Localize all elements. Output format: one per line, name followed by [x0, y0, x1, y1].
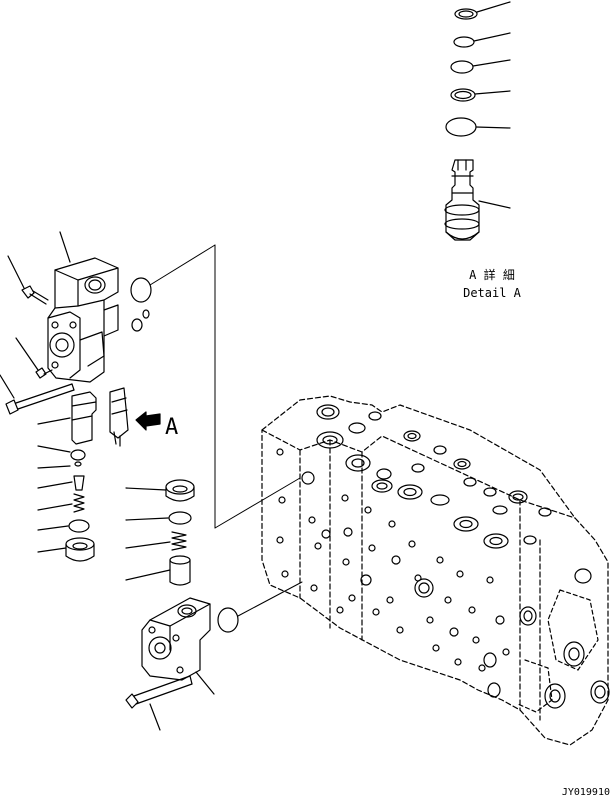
o-ring-part — [70, 449, 86, 461]
o-ring-part — [450, 60, 474, 74]
leader-line — [37, 547, 67, 553]
plug-part — [165, 479, 195, 502]
main-control-valve-body — [261, 395, 610, 746]
o-ring-part — [74, 461, 82, 467]
long-bolt-part — [5, 383, 75, 415]
detail-a-title-jp: A 詳 細 — [469, 267, 515, 282]
leader-line — [478, 200, 511, 209]
leader-line — [473, 32, 511, 42]
upper-cover-part — [47, 257, 119, 383]
leader-line — [37, 503, 73, 511]
leader-line — [125, 569, 171, 581]
leader-line — [149, 703, 161, 731]
leader-line — [195, 671, 215, 695]
spring-part — [73, 493, 85, 513]
backup-ring-inner — [458, 10, 474, 18]
view-arrow-label: A — [165, 415, 178, 440]
leader-line — [476, 1, 511, 13]
connection-lines — [149, 244, 303, 617]
long-bolt-part — [125, 675, 193, 709]
leader-line — [474, 90, 511, 95]
leader-line — [37, 465, 71, 469]
leader-line — [0, 374, 15, 399]
leader-line — [59, 231, 71, 263]
relief-valve-cartridge-part — [444, 159, 480, 241]
lower-cover-assembly — [125, 597, 239, 731]
leader-line — [37, 525, 69, 531]
leader-line — [37, 445, 71, 453]
o-ring-part — [168, 511, 192, 525]
leader-line — [125, 487, 167, 491]
side-face-holes — [276, 448, 510, 672]
bolt-part — [21, 285, 49, 305]
o-ring-part — [68, 519, 90, 533]
middle-parts-stack — [125, 479, 195, 586]
backup-ring-part — [454, 8, 478, 20]
plug-part — [65, 537, 95, 562]
poppet-part — [73, 475, 85, 491]
solenoid-valve-part — [71, 387, 129, 447]
detail-a-title-en: Detail A — [463, 286, 522, 300]
leader-line — [7, 255, 25, 289]
backup-ring-part — [450, 88, 476, 102]
top-ports — [316, 404, 552, 549]
left-parts-stack — [37, 417, 95, 562]
leader-line — [37, 417, 71, 425]
leader-line — [472, 59, 511, 67]
view-arrow-a: A — [135, 411, 178, 440]
leader-line — [37, 481, 73, 489]
o-ring-part — [445, 117, 477, 137]
o-ring-part — [130, 277, 152, 303]
leader-line — [125, 517, 169, 521]
o-ring-part — [131, 318, 143, 332]
spring-part — [171, 531, 187, 551]
o-ring-part — [142, 309, 150, 319]
drawing-number: JY019910 — [562, 787, 610, 798]
leader-line — [475, 126, 511, 129]
detail-a-group: A 詳 細 Detail A — [444, 1, 522, 300]
leader-line — [15, 337, 39, 371]
end-face-ports — [483, 568, 610, 713]
spool-part — [169, 555, 191, 586]
bolt-part — [35, 367, 53, 379]
backup-ring-inner — [454, 90, 472, 100]
lower-cover-part — [141, 597, 211, 681]
o-ring-part — [453, 36, 475, 48]
leader-line — [125, 541, 171, 549]
upper-cover-assembly — [0, 231, 152, 415]
o-ring-part — [217, 607, 239, 633]
